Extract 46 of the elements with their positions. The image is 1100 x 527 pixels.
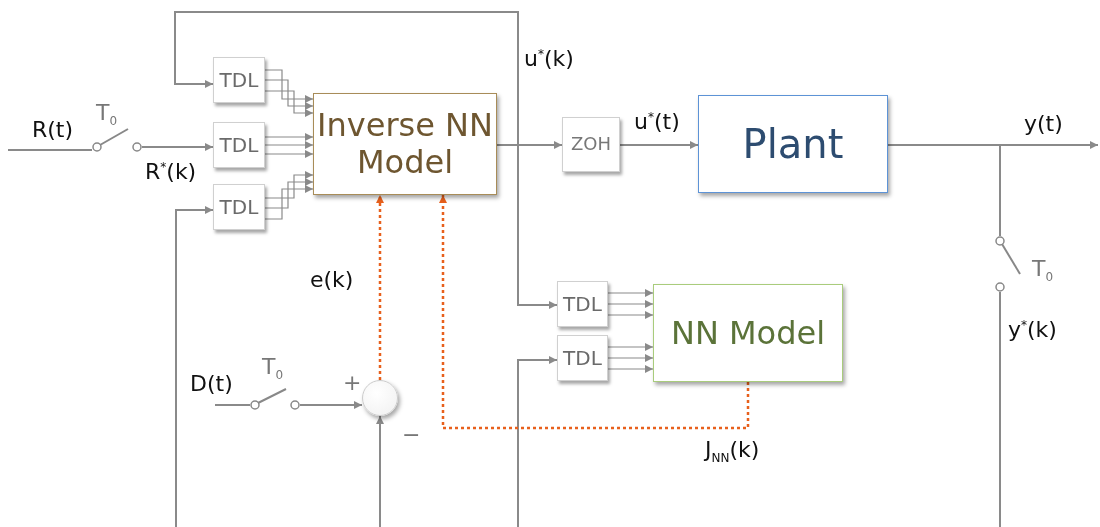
tdl-block: TDL [213,122,265,168]
zoh-block: ZOH [562,117,620,172]
arrow [264,69,314,103]
sampling-period-label: T$_{0}$ [262,356,284,382]
signal-line [7,149,93,151]
arrow [607,289,654,297]
process-box: Inverse NN Model [313,93,497,195]
sign-label: + [343,372,362,394]
arrow [517,356,558,527]
arrow [607,365,654,373]
arrow [376,415,384,527]
process-box: NN Model [653,284,843,382]
arrow [619,141,699,149]
sampling-period-label: T$_{0}$ [1032,258,1054,284]
signal-line [887,144,1001,237]
arrow [264,141,314,149]
arrow [264,185,314,220]
tdl-block: TDL [557,281,608,327]
arrow [264,90,314,117]
arrow [607,343,654,351]
arrow [607,300,654,308]
arrow [174,11,519,146]
arrow [299,401,363,409]
dashed-arrow [376,195,384,380]
arrow [264,178,314,209]
arrow [607,311,654,319]
signal-line [999,291,1001,527]
signal-line [214,404,251,406]
arrow [264,150,314,158]
summing-junction [362,380,398,416]
arrow [175,206,214,527]
arrow [264,133,314,141]
sampling-switch [250,386,300,410]
plant-box: Plant [698,95,888,193]
sampling-switch [92,126,142,152]
arrow [264,79,314,110]
arrow [264,171,314,199]
tdl-block: TDL [213,57,265,103]
arrow [496,144,558,309]
arrow [141,143,214,151]
sign-label: − [402,424,421,446]
sampling-period-label: T$_{0}$ [96,102,118,128]
tdl-block: TDL [557,335,608,381]
dashed-arrow [439,195,750,430]
arrow [607,354,654,362]
tdl-block: TDL [213,184,265,230]
